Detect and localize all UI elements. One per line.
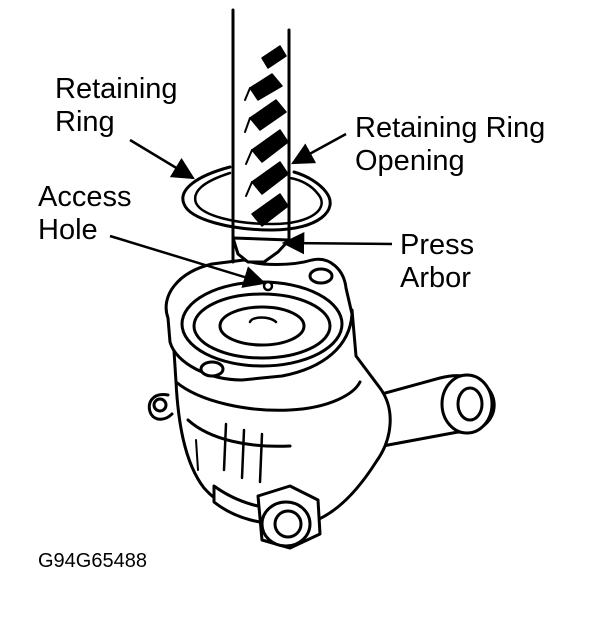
press-arbor	[233, 10, 289, 262]
access-hole-arrow	[110, 236, 267, 288]
press-arbor-label-line2: Arbor	[400, 262, 471, 294]
access-hole-label-line1: Access	[38, 181, 132, 213]
retaining-ring-opening-label-line1: Retaining Ring	[355, 112, 546, 144]
press-arbor-label-line1: Press	[400, 229, 475, 261]
retaining-ring	[183, 167, 330, 230]
leader-lines	[110, 134, 392, 288]
press-arbor-arrow	[281, 231, 392, 255]
retaining-ring-label-line1: Retaining	[55, 73, 178, 105]
retaining-ring-opening-label-line2: Opening	[355, 145, 465, 177]
retaining-ring-opening-arrow	[291, 134, 346, 163]
figure-code: G94G65488	[38, 550, 147, 572]
access-hole-label-line2: Hole	[38, 214, 98, 246]
pump-body	[149, 259, 494, 548]
retaining-ring-arrow	[130, 140, 195, 180]
retaining-ring-label-line2: Ring	[55, 106, 115, 138]
